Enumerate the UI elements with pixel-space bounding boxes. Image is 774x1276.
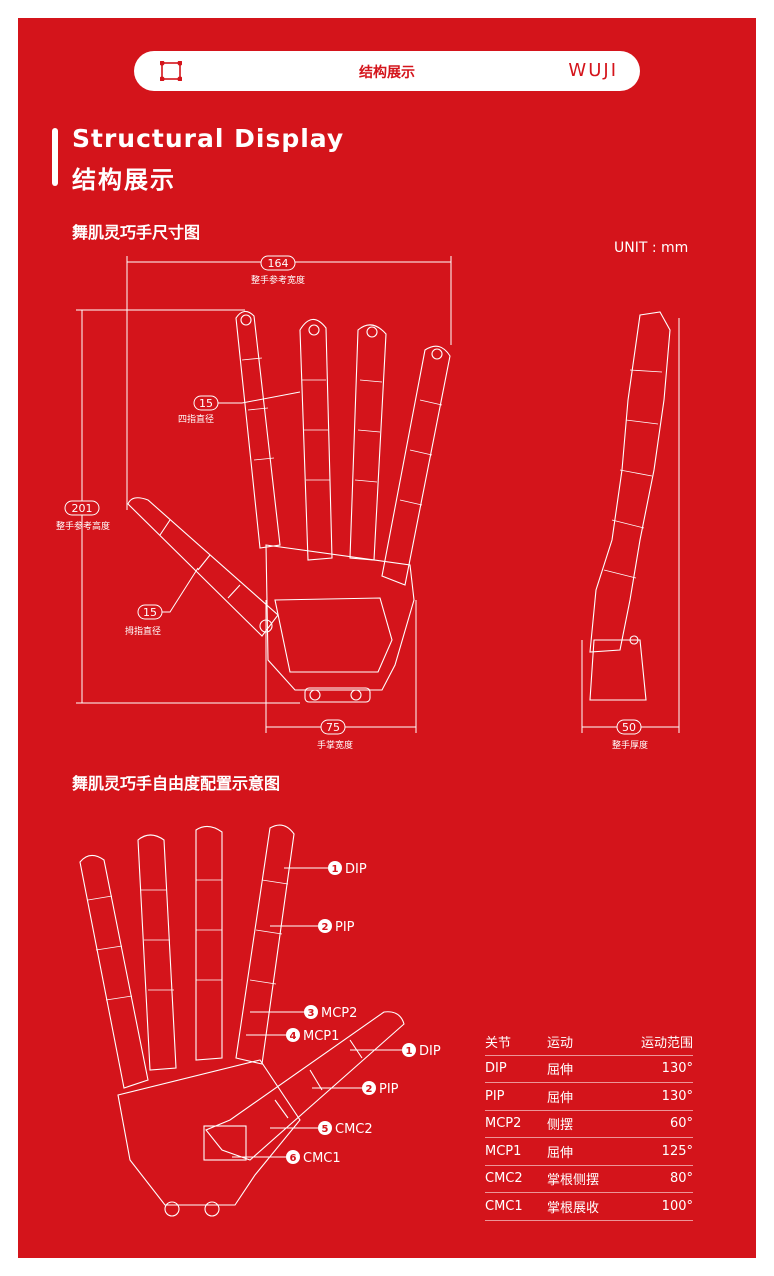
dim-finger-dia: 15 bbox=[199, 397, 213, 410]
hand-dof-drawing bbox=[79, 824, 405, 1217]
cell-range: 130° bbox=[661, 1061, 693, 1077]
table-header-row: 关节 运动 运动范围 bbox=[485, 1028, 693, 1056]
cell-joint: CMC2 bbox=[485, 1171, 523, 1187]
cell-joint: PIP bbox=[485, 1088, 505, 1104]
unit-label: UNIT : mm bbox=[614, 240, 689, 256]
svg-text:CMC2: CMC2 bbox=[335, 1122, 373, 1137]
callout-thumb-cmc2: 5 CMC2 bbox=[318, 1121, 373, 1137]
callout-thumb-cmc1: 6 CMC1 bbox=[286, 1150, 341, 1166]
table-row: DIP 屈伸 130° bbox=[485, 1056, 693, 1083]
cell-joint: MCP2 bbox=[485, 1116, 522, 1132]
table-row: CMC1 掌根展收 100° bbox=[485, 1193, 693, 1221]
table-row: PIP 屈伸 130° bbox=[485, 1083, 693, 1111]
svg-text:CMC1: CMC1 bbox=[303, 1151, 341, 1166]
brand-wordmark: WUJI bbox=[568, 60, 618, 81]
table-row: CMC2 掌根侧摆 80° bbox=[485, 1166, 693, 1193]
svg-text:MCP1: MCP1 bbox=[303, 1029, 339, 1044]
dim-thickness-label: 整手厚度 bbox=[612, 739, 648, 751]
svg-text:PIP: PIP bbox=[335, 920, 355, 935]
top-bar: 结构展示 WUJI bbox=[134, 51, 640, 91]
header-joint: 关节 bbox=[485, 1035, 512, 1051]
cell-joint: DIP bbox=[485, 1061, 507, 1077]
cell-range: 100° bbox=[661, 1198, 693, 1214]
cell-motion: 屈伸 bbox=[547, 1090, 574, 1106]
svg-text:5: 5 bbox=[322, 1124, 329, 1135]
size-section-title: 舞肌灵巧手尺寸图 bbox=[72, 223, 201, 242]
dim-thumb-dia: 15 bbox=[143, 606, 157, 619]
dim-total-width: 164 bbox=[268, 257, 289, 270]
cell-range: 80° bbox=[669, 1171, 693, 1187]
page-title-en: Structural Display bbox=[72, 124, 345, 153]
svg-text:MCP2: MCP2 bbox=[321, 1006, 357, 1021]
svg-text:DIP: DIP bbox=[345, 862, 367, 877]
cell-joint: CMC1 bbox=[485, 1198, 523, 1214]
top-bar-title: 结构展示 bbox=[359, 65, 415, 81]
callout-finger-pip: 2 PIP bbox=[318, 919, 355, 935]
cell-motion: 屈伸 bbox=[547, 1145, 574, 1161]
cell-motion: 掌根侧摆 bbox=[547, 1173, 600, 1189]
header-motion: 运动 bbox=[547, 1035, 574, 1051]
svg-text:1: 1 bbox=[406, 1046, 413, 1057]
dim-palm-width: 75 bbox=[326, 721, 340, 734]
cell-range: 125° bbox=[661, 1143, 693, 1159]
svg-text:3: 3 bbox=[308, 1008, 315, 1019]
callout-thumb-dip: 1 DIP bbox=[402, 1043, 441, 1059]
hand-front-drawing bbox=[127, 310, 451, 703]
callout-finger-dip: 1 DIP bbox=[328, 861, 367, 877]
hand-side-drawing bbox=[589, 311, 671, 701]
svg-text:DIP: DIP bbox=[419, 1044, 441, 1059]
svg-text:PIP: PIP bbox=[379, 1082, 399, 1097]
dim-total-width-label: 整手参考宽度 bbox=[251, 274, 305, 286]
grid-logo-icon bbox=[160, 61, 182, 81]
cell-joint: MCP1 bbox=[485, 1143, 522, 1159]
cell-range: 130° bbox=[661, 1088, 693, 1104]
poster bbox=[18, 18, 756, 1258]
svg-text:2: 2 bbox=[366, 1084, 373, 1095]
header-range: 运动范围 bbox=[640, 1035, 693, 1051]
joint-table: 关节 运动 运动范围 DIP 屈伸 130° PIP 屈伸 130° MCP2 … bbox=[485, 1028, 693, 1221]
table-row: MCP1 屈伸 125° bbox=[485, 1138, 693, 1166]
cell-motion: 侧摆 bbox=[547, 1118, 574, 1134]
svg-text:1: 1 bbox=[332, 864, 339, 875]
dim-palm-width-label: 手掌宽度 bbox=[317, 739, 353, 751]
callout-thumb-pip: 2 PIP bbox=[362, 1081, 399, 1097]
dim-thumb-dia-label: 拇指直径 bbox=[125, 625, 161, 637]
heading-accent-bar bbox=[52, 128, 58, 186]
cell-range: 60° bbox=[669, 1116, 693, 1132]
dim-thickness: 50 bbox=[622, 721, 636, 734]
cell-motion: 掌根展收 bbox=[547, 1200, 600, 1216]
table-row: MCP2 侧摆 60° bbox=[485, 1111, 693, 1138]
callout-finger-mcp2: 3 MCP2 bbox=[304, 1005, 357, 1021]
dim-total-height-label: 整手参考高度 bbox=[56, 520, 110, 532]
dof-section-title: 舞肌灵巧手自由度配置示意图 bbox=[72, 774, 281, 793]
dim-total-height: 201 bbox=[72, 502, 93, 515]
svg-text:6: 6 bbox=[290, 1153, 297, 1164]
dim-finger-dia-label: 四指直径 bbox=[178, 413, 214, 425]
page-title-zh: 结构展示 bbox=[72, 166, 176, 194]
svg-text:4: 4 bbox=[290, 1031, 297, 1042]
cell-motion: 屈伸 bbox=[547, 1063, 574, 1079]
callout-finger-mcp1: 4 MCP1 bbox=[286, 1028, 339, 1044]
svg-text:2: 2 bbox=[322, 922, 329, 933]
